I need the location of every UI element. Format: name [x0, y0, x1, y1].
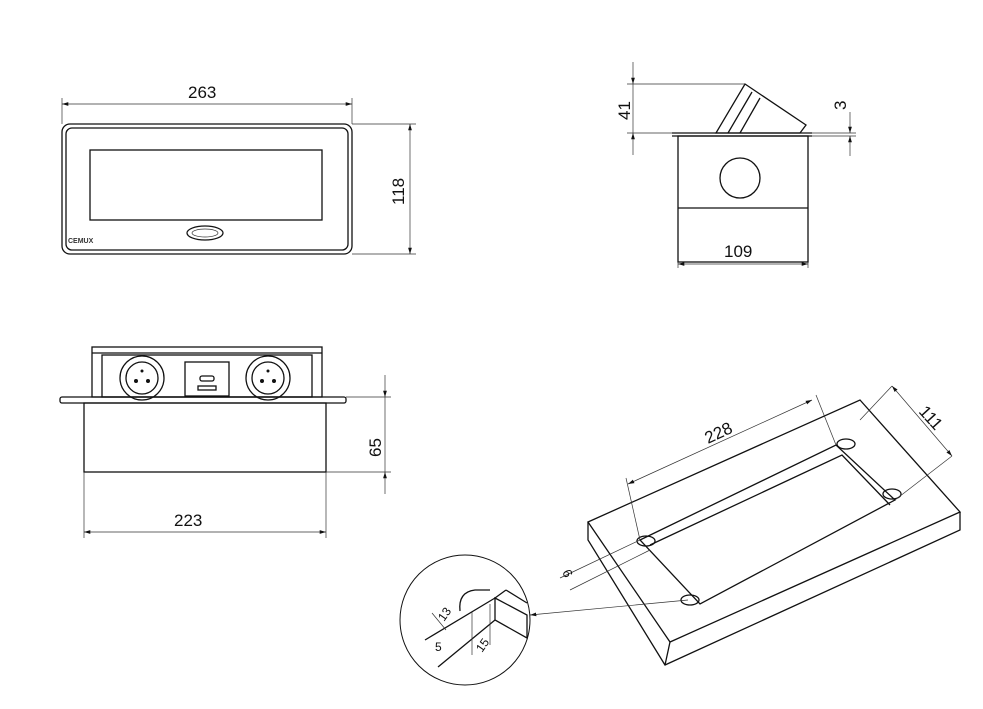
- usb-port: [184, 361, 230, 397]
- dim-width-109: 109: [724, 242, 752, 261]
- side-view: 41 3 109: [615, 62, 856, 268]
- front-view: 65 223: [59, 346, 391, 538]
- iso-cutout-view: 228 111 6: [529, 385, 962, 666]
- dim-width-223: 223: [174, 511, 202, 530]
- dim-length-228: 228: [702, 418, 736, 447]
- dim-width-111: 111: [915, 402, 946, 434]
- logo: CEMUX: [68, 238, 94, 245]
- detail-dim-13: 13: [435, 604, 454, 623]
- dim-offset-6: 6: [559, 567, 576, 580]
- detail-dim-5: 5: [435, 640, 442, 654]
- socket-right: [245, 355, 291, 401]
- socket-left: [119, 355, 165, 401]
- dim-depth-65: 65: [366, 438, 385, 457]
- detail-dim-15: 15: [473, 635, 492, 654]
- dim-lid-3: 3: [831, 101, 850, 110]
- top-view: CEMUX 263 118: [61, 83, 416, 255]
- dim-height-41: 41: [615, 101, 634, 120]
- dim-width-263: 263: [188, 83, 216, 102]
- dim-height-118: 118: [389, 178, 408, 205]
- detail-view: 13 5 15: [399, 554, 531, 686]
